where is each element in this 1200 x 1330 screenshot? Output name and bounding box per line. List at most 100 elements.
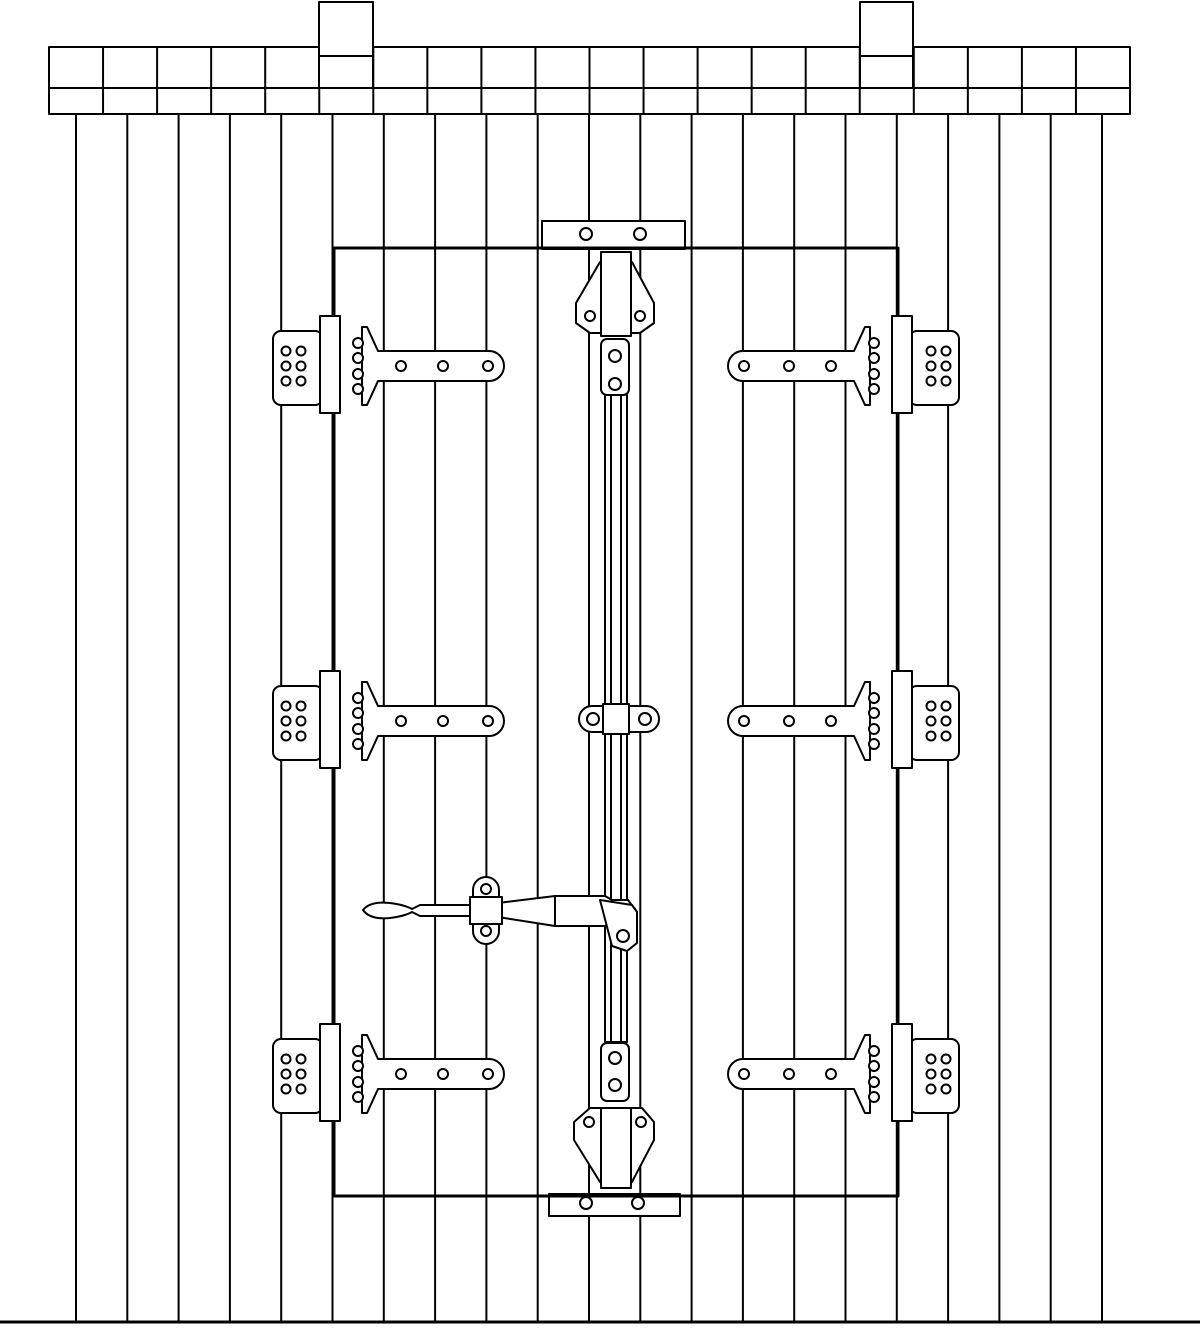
hinge-hole	[942, 732, 951, 741]
plate-hole	[609, 378, 621, 390]
hinge-hole	[927, 362, 936, 371]
hinge-strap	[728, 1035, 870, 1113]
hinge-hole	[353, 708, 363, 718]
hinge-hole	[869, 739, 879, 749]
hinge-left	[273, 1024, 504, 1121]
hinge-hole	[297, 732, 306, 741]
hinge-hole	[942, 1085, 951, 1094]
hinge-hole	[927, 347, 936, 356]
hinge-hole	[869, 353, 879, 363]
hinge-hole	[869, 1046, 879, 1056]
hinge-hole	[282, 717, 291, 726]
hinge-hole	[942, 717, 951, 726]
hinge-hole	[739, 716, 749, 726]
hinge-hole	[869, 1092, 879, 1102]
hinge-hole	[927, 377, 936, 386]
rod-lock-plate-top	[601, 339, 629, 395]
hinge-hole	[297, 1070, 306, 1079]
hinge-hole	[869, 693, 879, 703]
slide-latch	[363, 877, 637, 951]
hinge-hole	[353, 353, 363, 363]
hinge-knuckle	[320, 1024, 340, 1121]
hinge-hole	[297, 717, 306, 726]
bracket-hole	[635, 311, 645, 321]
mount-hole	[481, 926, 491, 936]
hinge-strap	[728, 327, 870, 405]
top-bolt-plate	[542, 221, 685, 249]
hinge-hole	[826, 361, 836, 371]
rod-guide-clamp	[603, 704, 629, 734]
hinge-right	[728, 1024, 959, 1121]
hinge-knuckle	[892, 671, 912, 768]
hinge-hole	[396, 361, 406, 371]
hinge-hole	[826, 716, 836, 726]
hinge-hole	[483, 716, 493, 726]
guide-hole	[639, 713, 651, 725]
hinge-knuckle	[320, 671, 340, 768]
hinge-right	[728, 316, 959, 413]
hinge-hole	[942, 1070, 951, 1079]
hinge-hole	[282, 1055, 291, 1064]
hinge-strap	[362, 682, 504, 760]
hinge-knuckle	[892, 1024, 912, 1121]
hinge-hole	[869, 708, 879, 718]
keeper-hole	[617, 930, 629, 942]
hinge-hole	[869, 1061, 879, 1071]
hinge-hole	[297, 702, 306, 711]
hinge-hole	[297, 347, 306, 356]
latch-mount-clamp	[470, 897, 502, 924]
hinge-hole	[739, 1069, 749, 1079]
hinge-hole	[927, 702, 936, 711]
hinge-strap	[362, 1035, 504, 1113]
hinge-hole	[297, 1085, 306, 1094]
hinge-right	[728, 671, 959, 768]
hinge-hole	[282, 732, 291, 741]
hinge-hole	[282, 1085, 291, 1094]
plate-hole	[580, 228, 592, 240]
hinge-hole	[438, 361, 448, 371]
hinge-hole	[869, 384, 879, 394]
hinge-hole	[297, 377, 306, 386]
hinge-hole	[739, 361, 749, 371]
plate-hole	[632, 1197, 644, 1209]
hinge-hole	[353, 739, 363, 749]
hinge-hole	[353, 1092, 363, 1102]
hinge-hole	[396, 716, 406, 726]
hinge-hole	[353, 724, 363, 734]
hinge-hole	[942, 702, 951, 711]
hinge-hole	[396, 1069, 406, 1079]
hinge-strap	[362, 327, 504, 405]
hinge-hole	[282, 362, 291, 371]
hinge-hole	[942, 377, 951, 386]
hinge-hole	[297, 1055, 306, 1064]
hinge-hole	[869, 338, 879, 348]
hinge-hole	[353, 369, 363, 379]
plate-hole	[580, 1197, 592, 1209]
cap-post	[860, 2, 913, 88]
hinge-hole	[282, 1070, 291, 1079]
bracket-hole	[585, 311, 595, 321]
hinge-hole	[353, 1046, 363, 1056]
latch-bolt-tip	[363, 903, 476, 919]
hinge-hole	[353, 384, 363, 394]
hinge-hole	[297, 362, 306, 371]
hinge-hole	[927, 1070, 936, 1079]
bracket-hole	[584, 1117, 594, 1127]
hinge-hole	[282, 702, 291, 711]
hinge-hole	[353, 338, 363, 348]
hinge-hole	[353, 1077, 363, 1087]
hinge-knuckle	[892, 316, 912, 413]
guide-hole	[587, 713, 599, 725]
rod-lock-plate-bottom	[601, 1043, 629, 1101]
hinge-hole	[942, 347, 951, 356]
hinge-hole	[826, 1069, 836, 1079]
hinge-hole	[869, 724, 879, 734]
plate-hole	[609, 1079, 621, 1091]
hinge-hole	[927, 717, 936, 726]
plate-hole	[609, 350, 621, 362]
rod-bottom-bar	[601, 1108, 631, 1188]
plate-hole	[634, 228, 646, 240]
hinge-hole	[483, 361, 493, 371]
cap-post	[319, 2, 373, 88]
